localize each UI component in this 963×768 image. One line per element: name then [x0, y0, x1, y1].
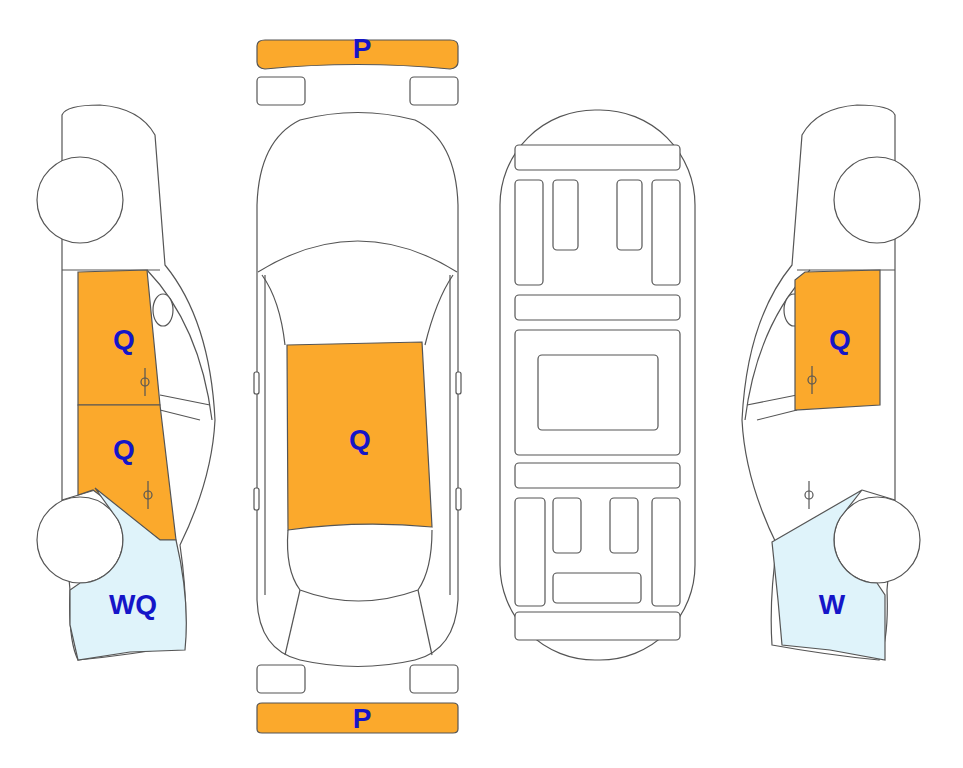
left-quarter-panel: WQ	[62, 485, 190, 661]
damage-code: W	[819, 591, 845, 619]
damage-code: P	[353, 35, 372, 63]
panel-fill	[78, 270, 160, 405]
damage-code: P	[353, 705, 372, 733]
damage-code: Q	[349, 426, 371, 454]
panel-fill	[772, 490, 885, 660]
right-front-door-panel: Q	[795, 270, 881, 410]
panel-fill	[70, 488, 186, 660]
roof-panel: Q	[285, 342, 433, 532]
damage-code: Q	[829, 326, 851, 354]
right-quarter-panel: W	[770, 485, 888, 663]
rear-bumper-panel: P	[257, 703, 458, 733]
damage-code: Q	[113, 436, 135, 464]
panel-fill	[795, 270, 880, 410]
panel-fill	[287, 342, 432, 530]
panel-shape	[770, 485, 888, 663]
damage-code: Q	[113, 326, 135, 354]
panel-shape	[62, 485, 190, 661]
damage-code: WQ	[109, 591, 157, 619]
front-bumper-panel: P	[257, 40, 458, 70]
panel-fill	[257, 703, 458, 733]
